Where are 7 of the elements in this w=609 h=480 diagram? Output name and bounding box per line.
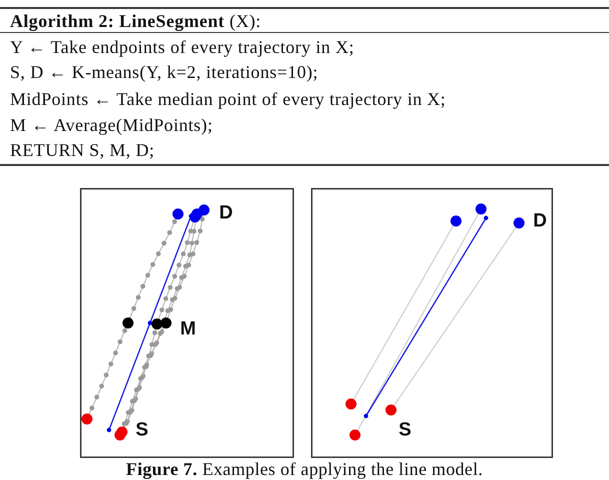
pseudocode-line: S, D ← K-means(Y, k=2, iterations=10); [10,61,318,83]
pseudocode-line: Y ← Take endpoints of every trajectory in X; [10,36,354,58]
algorithm-title: Algorithm 2: LineSegment (X): [10,10,262,32]
pseudocode-line: M ← Average(MidPoints); [10,114,213,136]
figure-caption: Figure 7. Examples of applying the line model. [125,459,484,479]
pseudocode-line: RETURN S, M, D; [10,139,155,161]
pseudocode-line: MidPoints ← Take median point of every trajectory in X; [10,88,446,110]
